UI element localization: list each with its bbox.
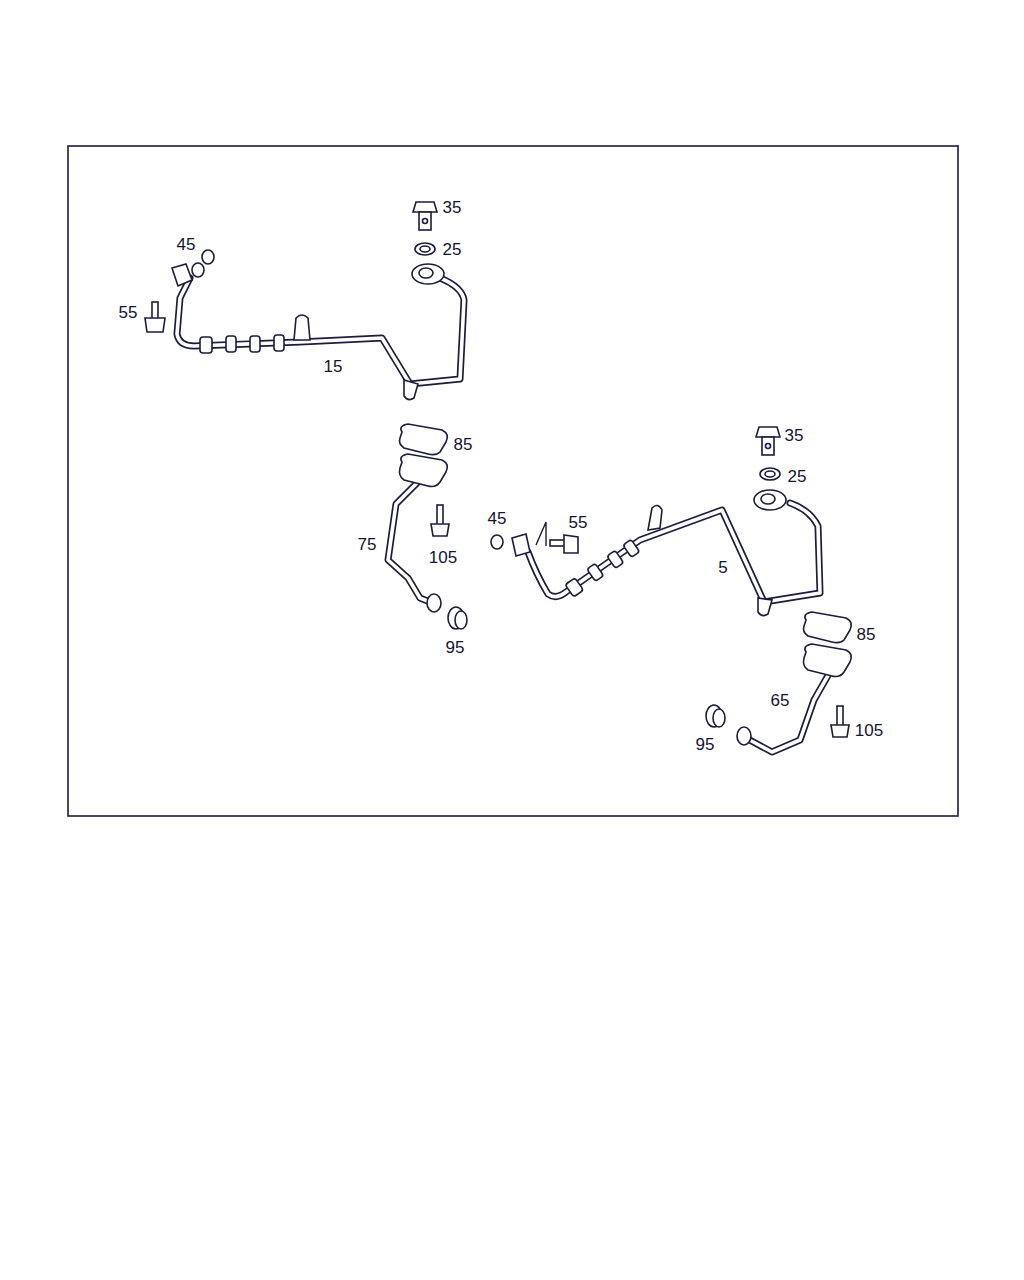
sleeve <box>587 563 604 581</box>
bolt <box>831 706 849 737</box>
banjo-eye <box>754 490 786 510</box>
banjo-eye <box>412 264 444 284</box>
callout-number: 45 <box>486 509 509 528</box>
grommet-face <box>713 709 725 727</box>
bracket-tab <box>294 315 310 340</box>
banjo-bolt <box>413 202 437 230</box>
sealing-ring <box>415 243 435 255</box>
gasket <box>400 424 448 455</box>
sleeve <box>565 578 583 597</box>
sealing-ring <box>202 250 214 264</box>
callout-number: 105 <box>427 548 459 567</box>
sleeve <box>226 336 236 352</box>
callout-number: 85 <box>452 435 475 454</box>
grommet-face <box>455 611 467 629</box>
bolt-shank <box>419 212 431 230</box>
sleeve <box>607 550 624 568</box>
bolt-head <box>145 318 165 332</box>
banjo-hole <box>761 494 775 504</box>
oil-pipe <box>512 490 820 616</box>
callout-number: 35 <box>441 198 464 217</box>
callout-number: 85 <box>855 625 878 644</box>
sealing-ring <box>760 468 780 480</box>
callout-number: 55 <box>567 513 590 532</box>
fitting <box>192 263 204 277</box>
grommet <box>448 607 467 629</box>
callout-number: 75 <box>356 535 379 554</box>
pipe-outline <box>388 482 430 602</box>
callout-number: 5 <box>716 558 729 577</box>
callout-number: 25 <box>441 240 464 259</box>
flange-plate <box>804 644 852 677</box>
bracket-tab <box>648 505 662 530</box>
sleeve <box>623 539 640 557</box>
bolt-shank <box>437 505 443 525</box>
bolt <box>431 505 449 536</box>
sleeve <box>200 337 212 353</box>
leader-bracket <box>536 522 546 546</box>
bolt-shank <box>837 706 843 726</box>
callout-number: 45 <box>175 235 198 254</box>
frame <box>68 146 958 816</box>
bolt-hole <box>423 219 428 224</box>
banjo-bolt <box>756 427 780 455</box>
ring-hole <box>420 246 430 252</box>
sealing-ring <box>491 535 503 549</box>
pipe-outline <box>177 278 464 384</box>
flange-plate <box>400 454 448 487</box>
gasket <box>804 612 852 643</box>
bolt-shank <box>762 437 774 455</box>
pipe-end <box>737 727 751 745</box>
bolt <box>145 302 165 332</box>
bracket-foot <box>758 598 772 616</box>
flange <box>512 534 530 556</box>
callout-number: 105 <box>853 721 885 740</box>
grommet <box>706 705 725 727</box>
callout-number: 35 <box>783 426 806 445</box>
callout-number: 15 <box>322 357 345 376</box>
callout-number: 95 <box>694 735 717 754</box>
callout-number: 95 <box>444 638 467 657</box>
callout-number: 55 <box>117 303 140 322</box>
pipe-outline <box>746 672 830 752</box>
bracket-foot <box>404 380 418 400</box>
flange <box>172 264 192 286</box>
sleeve <box>274 335 284 351</box>
bolt-head <box>413 202 437 212</box>
pipe-outline <box>528 503 820 602</box>
pipe-inner <box>388 482 430 602</box>
pipe-inner <box>177 278 464 384</box>
ring-hole <box>765 471 775 477</box>
bolt-hole <box>766 444 771 449</box>
pipe-inner <box>746 672 830 752</box>
banjo-hole <box>419 268 433 278</box>
bolt-head <box>756 427 780 437</box>
pipe-end <box>427 594 441 612</box>
callout-number: 65 <box>769 691 792 710</box>
pipe-inner <box>528 503 820 602</box>
bolt <box>550 535 578 553</box>
sleeve <box>250 336 260 352</box>
bolt-head <box>431 524 449 536</box>
oil-pipe <box>172 263 464 400</box>
bolt-head <box>564 535 578 553</box>
callout-number: 25 <box>786 467 809 486</box>
return-pipe <box>737 644 851 752</box>
bolt-head <box>831 725 849 737</box>
